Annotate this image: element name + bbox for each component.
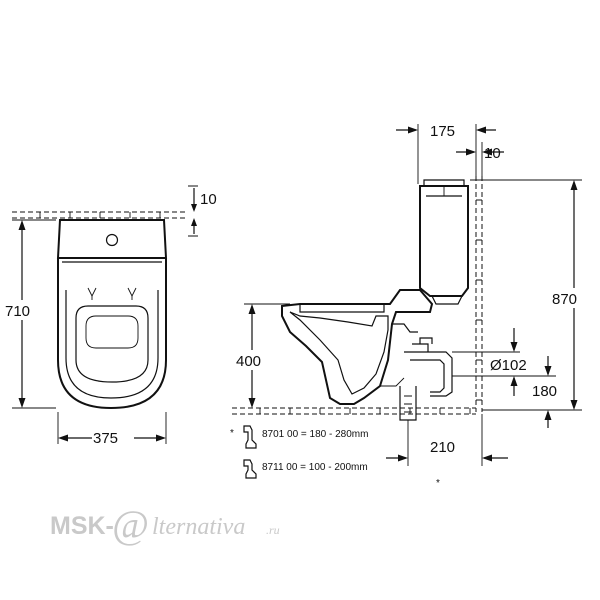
dim-870: 870: [470, 179, 596, 411]
dim-180-label: 180: [532, 383, 557, 400]
note-row-1: * 8701 00 = 180 - 280mm: [230, 425, 368, 449]
watermark-suffix: .ru: [266, 523, 280, 537]
side-view-wall: [475, 176, 483, 412]
top-view-bowl: [57, 258, 167, 410]
pipe-connector-icon: [243, 425, 257, 449]
dim-375-label: 375: [93, 430, 118, 447]
dim-175-label: 175: [430, 123, 455, 140]
note-1-marker: *: [230, 428, 234, 439]
note-1-text: 8701 00 = 180 - 280mm: [262, 429, 368, 440]
dim-210: 210: [386, 414, 508, 466]
top-view-wall-line: [12, 211, 188, 219]
top-view: 710 375 10: [3, 185, 217, 447]
pipe-connector-icon: [243, 459, 257, 479]
dim-side-10: 10: [456, 142, 504, 176]
watermark: MSK- @ lternativa .ru: [50, 502, 280, 547]
dim-180: 180: [482, 356, 557, 428]
side-view-tank: [419, 179, 469, 305]
dim-side-10-label: 10: [484, 145, 501, 162]
side-view: 175 10 870 400: [232, 123, 596, 489]
dim-102-label: Ø102: [490, 357, 527, 374]
dim-710: 710: [3, 219, 56, 409]
top-view-tank: [56, 219, 168, 263]
footnote-marker: *: [436, 478, 440, 489]
dim-710-label: 710: [5, 303, 30, 320]
watermark-at: @: [112, 502, 149, 547]
dim-400: 400: [232, 303, 290, 408]
dim-400-label: 400: [236, 353, 261, 370]
side-view-floor: [232, 407, 476, 415]
watermark-right: lternativa: [152, 514, 245, 540]
dim-top-10-label: 10: [200, 191, 217, 208]
dim-210-label: 210: [430, 439, 455, 456]
dim-375: 375: [57, 412, 167, 447]
note-2-text: 8711 00 = 100 - 200mm: [262, 462, 368, 473]
side-view-bowl: [281, 289, 434, 405]
dim-870-label: 870: [552, 291, 577, 308]
connector-notes: * 8701 00 = 180 - 280mm 8711 00 = 100 - …: [230, 425, 368, 479]
dim-top-10: 10: [188, 185, 217, 237]
dim-175: 175: [396, 123, 496, 184]
note-row-2: 8711 00 = 100 - 200mm: [243, 459, 368, 479]
dim-102: Ø102: [452, 328, 527, 396]
watermark-left: MSK-: [50, 512, 114, 540]
